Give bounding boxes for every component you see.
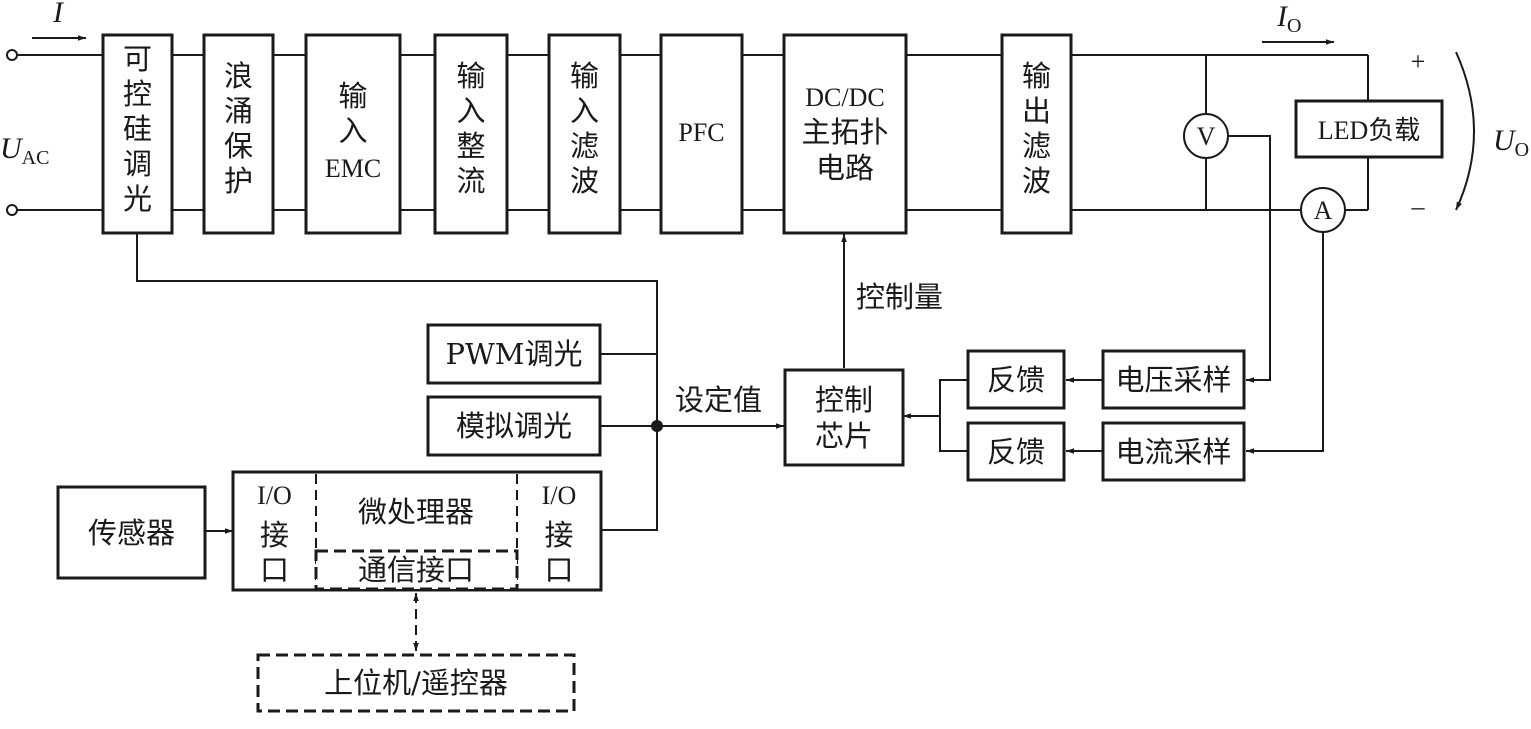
svg-text:波: 波 [570, 164, 599, 198]
svg-text:V: V [1197, 122, 1216, 151]
output-current-label: IO [1276, 0, 1301, 37]
svg-text:控: 控 [123, 77, 152, 111]
feedback-voltage-block: 反馈 [966, 349, 1066, 410]
svg-text:浪: 浪 [224, 59, 253, 93]
svg-text:波: 波 [1022, 164, 1051, 198]
svg-text:滤: 滤 [570, 129, 599, 163]
input-voltage-label: UAC [0, 132, 49, 169]
svg-text:DC/DC: DC/DC [805, 83, 884, 112]
control-quantity-label: 控制量 [856, 280, 943, 314]
svg-text:模拟调光: 模拟调光 [456, 409, 572, 443]
svg-text:电路: 电路 [816, 151, 874, 185]
svg-text:口: 口 [544, 553, 573, 587]
output-voltage-label: UO [1493, 124, 1529, 161]
output-plus-sign: + [1411, 47, 1426, 76]
junction-dot [651, 420, 663, 432]
svg-text:LED负载: LED负载 [1318, 116, 1421, 145]
svg-text:电压采样: 电压采样 [1115, 363, 1231, 397]
input-terminal-bottom [6, 204, 18, 216]
set-value-label: 设定值 [675, 383, 762, 417]
svg-text:微处理器: 微处理器 [358, 495, 474, 529]
host-remote-block: 上位机/遥控器 [256, 653, 576, 713]
output-filter-block: 输 出 滤 波 [1000, 33, 1073, 235]
svg-text:硅: 硅 [123, 112, 152, 146]
sensor-block: 传感器 [56, 485, 207, 580]
current-sampling-block: 电流采样 [1101, 421, 1246, 482]
svg-text:接: 接 [260, 518, 289, 552]
svg-text:反馈: 反馈 [987, 435, 1045, 469]
svg-text:输: 输 [456, 59, 485, 93]
svg-text:调: 调 [123, 147, 152, 181]
output-minus-sign: – [1411, 192, 1426, 221]
svg-text:护: 护 [224, 164, 253, 198]
pwm-dimming-block: PWM调光 [426, 323, 602, 385]
svg-text:电流采样: 电流采样 [1115, 435, 1231, 469]
microprocessor-unit: I/O 接 口 微处理器 通信接口 I/O 接 口 [231, 470, 603, 592]
voltmeter: V [1183, 113, 1229, 159]
control-wiring [136, 135, 1324, 534]
svg-text:输: 输 [570, 59, 599, 93]
control-chip-block: 控制 芯片 [783, 368, 905, 467]
svg-text:上位机/遥控器: 上位机/遥控器 [324, 666, 508, 700]
svg-text:出: 出 [1022, 94, 1051, 128]
svg-text:整: 整 [456, 129, 485, 163]
input-terminal-top [6, 49, 18, 61]
svg-text:PWM调光: PWM调光 [445, 337, 582, 371]
svg-text:I/O: I/O [542, 481, 577, 510]
ammeter: A [1300, 187, 1346, 233]
svg-text:接: 接 [544, 518, 573, 552]
svg-text:芯片: 芯片 [815, 419, 873, 453]
triac-dimming-block: 可 控 硅 调 光 [101, 33, 174, 235]
surge-protection-block: 浪 涌 保 护 [202, 33, 275, 235]
svg-text:反馈: 反馈 [987, 363, 1045, 397]
svg-text:控制: 控制 [815, 383, 873, 417]
svg-text:传感器: 传感器 [88, 516, 175, 550]
svg-text:滤: 滤 [1022, 129, 1051, 163]
dcdc-topology-block: DC/DC 主拓扑 电路 [782, 33, 908, 235]
input-emc-block: 输 入 EMC [304, 33, 402, 235]
analog-dimming-block: 模拟调光 [426, 395, 602, 457]
pfc-block: PFC [659, 33, 744, 235]
output-voltage-arrow [1455, 51, 1475, 211]
input-current-label: I [52, 0, 65, 29]
svg-text:流: 流 [456, 164, 485, 198]
svg-text:输: 输 [1022, 59, 1051, 93]
svg-text:通信接口: 通信接口 [358, 553, 474, 587]
svg-text:EMC: EMC [325, 154, 381, 183]
svg-text:I/O: I/O [257, 481, 292, 510]
svg-text:可: 可 [123, 42, 152, 76]
svg-text:输: 输 [338, 79, 367, 113]
svg-text:入: 入 [338, 114, 367, 148]
svg-text:A: A [1314, 196, 1333, 225]
input-filter-block: 输 入 滤 波 [547, 33, 622, 235]
svg-text:主拓扑: 主拓扑 [801, 115, 888, 149]
led-load-block: LED负载 [1294, 99, 1444, 159]
svg-text:涌: 涌 [224, 94, 253, 128]
svg-text:入: 入 [570, 94, 599, 128]
svg-text:PFC: PFC [678, 118, 724, 147]
feedback-current-block: 反馈 [966, 421, 1066, 482]
svg-text:口: 口 [260, 553, 289, 587]
svg-text:入: 入 [456, 94, 485, 128]
voltage-sampling-block: 电压采样 [1101, 349, 1246, 410]
svg-text:光: 光 [123, 182, 152, 216]
input-rectifier-block: 输 入 整 流 [433, 33, 509, 235]
svg-text:保: 保 [224, 129, 253, 163]
